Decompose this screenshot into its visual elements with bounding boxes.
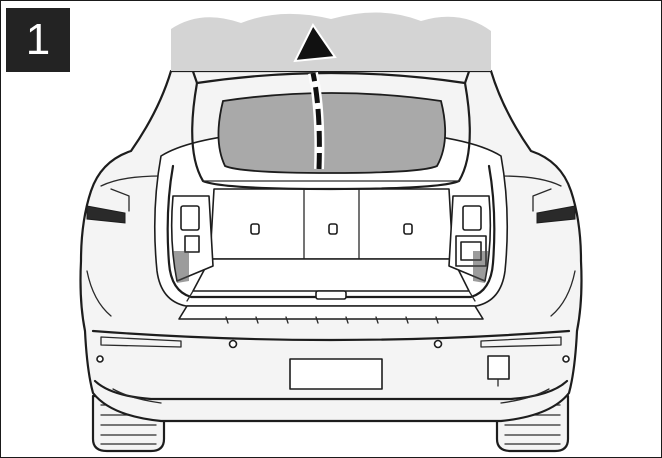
license-plate-recess <box>289 358 383 390</box>
right-tail-light <box>536 205 576 224</box>
curved-up-arrow <box>293 23 337 170</box>
parking-sensor <box>228 339 238 349</box>
left-side-trim <box>170 195 214 283</box>
parking-sensor <box>562 355 570 363</box>
tow-hook-cover <box>487 355 510 380</box>
left-tail-light <box>86 205 126 224</box>
bumper-step <box>178 305 484 320</box>
step-number-badge: 1 <box>6 8 70 72</box>
tailgate-opening <box>171 12 491 191</box>
parking-sensor <box>96 355 104 363</box>
cargo-floor <box>192 258 470 292</box>
rear-seat-backs <box>209 188 454 260</box>
parking-sensor <box>433 339 443 349</box>
rear-glass <box>217 92 447 174</box>
tailgate-striker <box>315 290 347 300</box>
right-side-trim <box>448 195 492 283</box>
